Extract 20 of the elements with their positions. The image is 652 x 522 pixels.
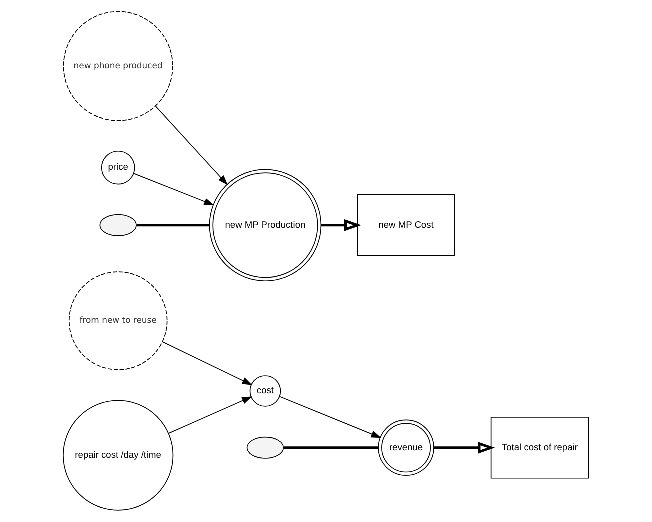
node-circle: cost (250, 376, 282, 407)
node-circle: price (101, 150, 136, 185)
arrow (133, 173, 214, 206)
node-cloud (100, 214, 137, 236)
node-box: new MP Cost (357, 194, 456, 256)
arrow (162, 342, 252, 386)
arrow (279, 396, 382, 438)
node-circle: new phone produced (63, 11, 174, 122)
node-circle: revenue (378, 420, 434, 476)
arrow (321, 219, 362, 232)
connector (284, 446, 378, 450)
arrow (168, 396, 252, 434)
node-cloud (246, 436, 284, 459)
connector (136, 224, 210, 227)
node-circle: repair cost /day /time (63, 400, 174, 511)
arrow (434, 442, 496, 454)
node-circle: new MP Production (209, 169, 322, 282)
arrow (155, 106, 228, 186)
node-box: Total cost of repair (490, 417, 590, 479)
node-circle: from new to reuse (68, 272, 168, 370)
